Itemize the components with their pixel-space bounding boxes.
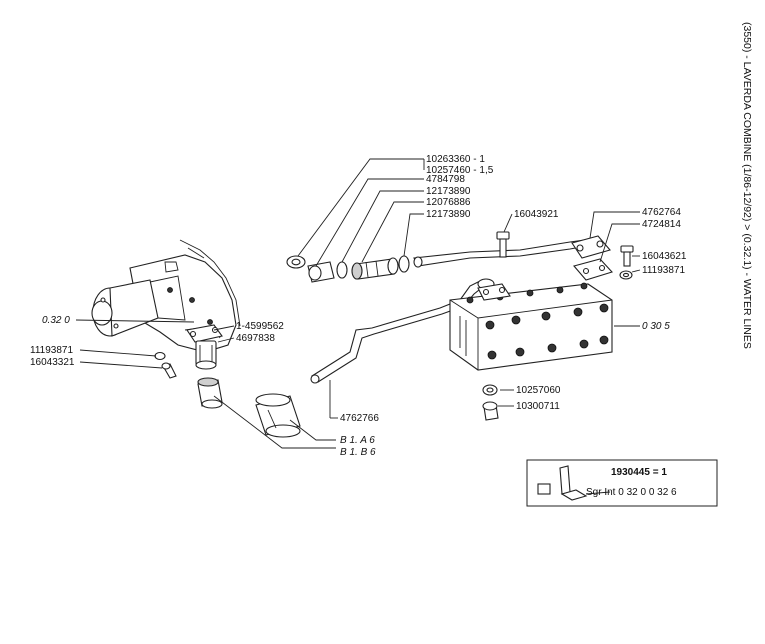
label-10263360: 10263360 - 1 [426,154,485,165]
label-b1b6: B 1. B 6 [340,447,376,458]
label-0305: 0 30 5 [642,321,670,332]
upper-pipe-parts [286,239,587,283]
label-12173890-b: 12173890 [426,209,471,220]
bolt-left [154,351,177,379]
side-title: (3550) - LAVERDA COMBINE (1/86-12/92) > … [741,22,753,349]
leader-lines [75,158,641,449]
label-12173890-a: 12173890 [426,186,471,197]
part-labels: 10263360 - 1 10257460 - 1,5 4784798 1217… [30,154,687,458]
hose-b1a6 [197,377,223,409]
label-4762766: 4762766 [340,413,379,424]
label-1-4599562: 1-4599562 [236,321,284,332]
inset-reference: Sgr Int 0 32 0 0 32 6 [586,487,677,498]
flange-right [571,235,613,281]
label-10300711: 10300711 [516,401,560,412]
inset-part-number: 1930445 = 1 [611,467,667,478]
bolt-16043921 [496,231,510,258]
label-4762764: 4762764 [642,207,681,218]
label-0320: 0.32 0 [42,315,70,326]
label-4697838: 4697838 [236,333,275,344]
label-16043921: 16043921 [514,209,559,220]
thermostat-housing [186,324,223,370]
plug-parts [482,384,499,421]
engine-housing [91,239,241,353]
hose-b1b6 [255,393,301,438]
bolt-16043621 [619,245,634,280]
label-10257060: 10257060 [516,385,561,396]
label-16043321: 16043321 [30,357,75,368]
label-b1a6: B 1. A 6 [340,435,375,446]
label-4784798: 4784798 [426,174,465,185]
label-12076886: 12076886 [426,197,471,208]
label-16043621: 16043621 [642,251,687,262]
label-10257460: 10257460 - 1,5 [426,165,494,176]
inset-kit-box: 1930445 = 1 Sgr Int 0 32 0 0 32 6 [526,459,718,507]
label-11193871-left: 11193871 [30,345,73,356]
cooler-block [449,282,613,371]
label-4724814: 4724814 [642,219,681,230]
label-11193871-right: 11193871 [642,265,685,276]
